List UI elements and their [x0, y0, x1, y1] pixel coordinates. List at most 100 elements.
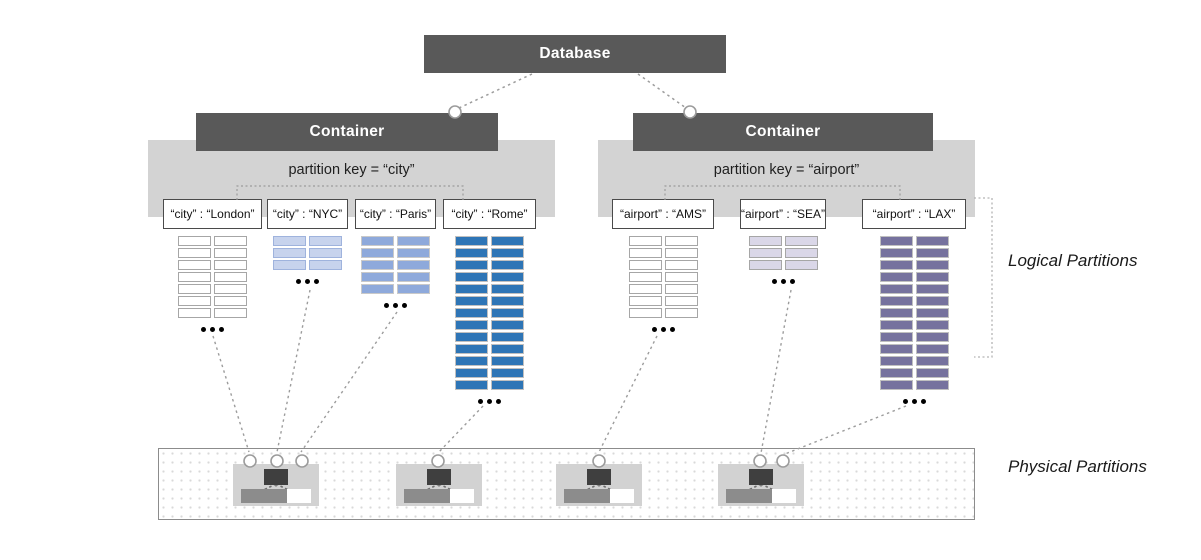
- document-tile: [915, 320, 949, 330]
- server-root-node: [264, 469, 288, 485]
- document-tile: [879, 368, 913, 378]
- document-tile: [178, 260, 211, 270]
- partition-label-box: “city” : “NYC”: [267, 199, 348, 229]
- physical-partition-node: [556, 464, 642, 506]
- document-tile: [273, 260, 306, 270]
- document-tile: [748, 236, 782, 246]
- document-tile: [879, 248, 913, 258]
- ellipsis-dots: [740, 279, 826, 285]
- document-tile: [628, 284, 662, 294]
- document-tile: [664, 296, 698, 306]
- document-tile: [915, 356, 949, 366]
- ellipsis-dots: [163, 327, 262, 333]
- partition-label-box: “city” : “Rome”: [443, 199, 536, 229]
- document-tile: [664, 260, 698, 270]
- document-tile: [915, 332, 949, 342]
- physical-partitions-box: [158, 448, 975, 520]
- document-tile: [455, 356, 488, 366]
- document-tile: [628, 248, 662, 258]
- logical-partition-rome: “city” : “Rome”: [443, 199, 536, 405]
- document-tile: [309, 236, 342, 246]
- logical-partition-london: “city” : “London”: [163, 199, 262, 333]
- document-tile: [879, 296, 913, 306]
- server-child-node: [587, 489, 611, 503]
- document-tile: [491, 308, 524, 318]
- logical-partition-ams: “airport” : “AMS”: [612, 199, 714, 333]
- logical-partition-nyc: “city” : “NYC”: [267, 199, 348, 285]
- document-tile: [628, 260, 662, 270]
- ellipsis-dots: [355, 303, 436, 309]
- document-tile: [879, 260, 913, 270]
- rome-to-physical-line: [437, 405, 484, 454]
- document-tile: [178, 308, 211, 318]
- document-tile: [491, 284, 524, 294]
- document-tile: [915, 308, 949, 318]
- document-tile: [397, 260, 430, 270]
- document-tile: [361, 260, 394, 270]
- document-tile: [361, 248, 394, 258]
- document-tile: [455, 248, 488, 258]
- document-tile: [491, 332, 524, 342]
- server-child-node: [749, 489, 773, 503]
- ellipsis-dots: [612, 327, 714, 333]
- document-tile: [455, 296, 488, 306]
- document-tile: [879, 356, 913, 366]
- document-tile: [915, 296, 949, 306]
- document-tile: [455, 272, 488, 282]
- partition-label-box: “city” : “London”: [163, 199, 262, 229]
- document-tile: [915, 380, 949, 390]
- ams-to-physical-line: [598, 335, 658, 453]
- document-tile: [879, 320, 913, 330]
- paris-to-physical-line: [300, 311, 398, 453]
- document-tile: [491, 356, 524, 366]
- document-tile: [397, 284, 430, 294]
- document-tile: [273, 248, 306, 258]
- document-tile: [178, 296, 211, 306]
- document-tile: [397, 272, 430, 282]
- document-tile: [915, 248, 949, 258]
- tile-stack: [361, 236, 430, 294]
- document-tile: [178, 236, 211, 246]
- container-airport-box: Container: [633, 113, 933, 151]
- document-tile: [879, 344, 913, 354]
- logical-partitions-bracket: [974, 197, 993, 358]
- document-tile: [915, 260, 949, 270]
- document-tile: [491, 272, 524, 282]
- document-tile: [879, 284, 913, 294]
- physical-partition-node: [233, 464, 319, 506]
- document-tile: [491, 368, 524, 378]
- server-child-node: [287, 489, 311, 503]
- document-tile: [491, 380, 524, 390]
- server-child-node: [772, 489, 796, 503]
- partition-label-box: “airport” : “SEA”: [740, 199, 826, 229]
- physical-partition-node: [718, 464, 804, 506]
- server-child-node: [241, 489, 265, 503]
- document-tile: [915, 236, 949, 246]
- physical-partition-node: [396, 464, 482, 506]
- server-child-node: [404, 489, 428, 503]
- ellipsis-dots: [862, 399, 966, 405]
- document-tile: [915, 272, 949, 282]
- server-root-node: [427, 469, 451, 485]
- tile-stack: [628, 236, 698, 318]
- document-tile: [879, 236, 913, 246]
- document-tile: [628, 272, 662, 282]
- document-tile: [784, 260, 818, 270]
- document-tile: [455, 368, 488, 378]
- document-tile: [879, 308, 913, 318]
- nyc-to-physical-line: [276, 289, 311, 453]
- server-child-node: [264, 489, 288, 503]
- server-child-node: [427, 489, 451, 503]
- document-tile: [879, 272, 913, 282]
- sea-to-physical-line: [760, 289, 792, 454]
- document-tile: [491, 260, 524, 270]
- partition-key-city-label: partition key = “city”: [288, 162, 415, 178]
- tile-stack: [879, 236, 949, 390]
- document-tile: [784, 248, 818, 258]
- document-tile: [628, 236, 662, 246]
- document-tile: [361, 284, 394, 294]
- document-tile: [273, 236, 306, 246]
- db-to-container-airport-line: [637, 73, 687, 109]
- document-tile: [491, 296, 524, 306]
- tile-stack: [455, 236, 524, 390]
